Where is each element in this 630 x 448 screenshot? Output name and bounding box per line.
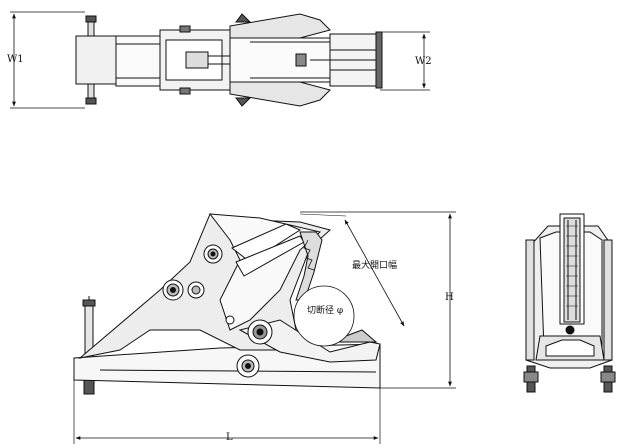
max-opening-dimension-line [344, 219, 405, 327]
w1-dimension-line [10, 11, 85, 109]
front-blade-column [559, 213, 585, 325]
top-body [159, 25, 300, 95]
front-view [523, 213, 616, 393]
side-blade [295, 231, 323, 301]
side-pivot-pins [162, 244, 273, 378]
top-view [10, 11, 430, 109]
cutting-diameter-circle [293, 285, 355, 347]
side-view [73, 211, 456, 444]
w2-label: W2 [415, 56, 432, 67]
l-label: L [226, 432, 233, 443]
h-dimension-line [300, 211, 456, 389]
top-jaws [229, 13, 383, 107]
top-mount-plate [75, 35, 117, 85]
cutting-diameter-label: 切断径 φ [307, 306, 344, 316]
max-opening-width-label: 最大開口幅 [352, 261, 398, 271]
front-feet [523, 365, 616, 393]
w1-label: W1 [7, 54, 24, 65]
w2-dimension-line [380, 31, 430, 91]
h-label: H [445, 292, 454, 303]
